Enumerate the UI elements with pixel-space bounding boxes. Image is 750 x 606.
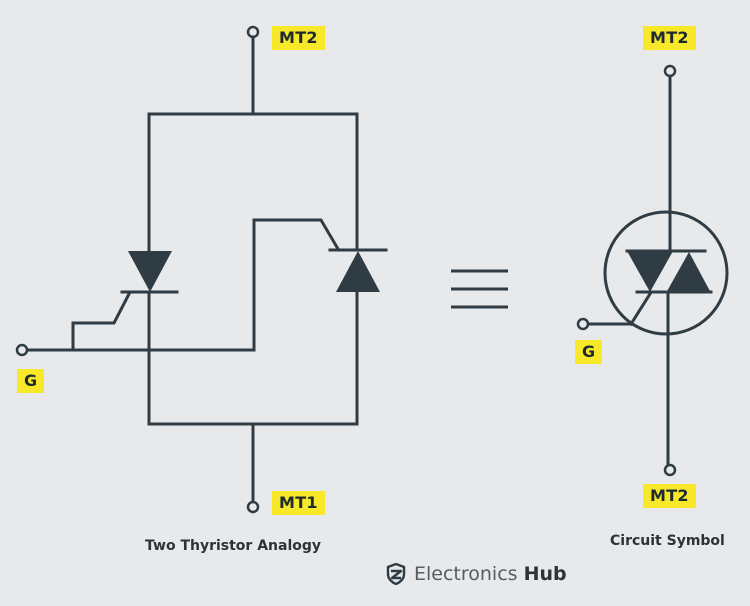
gate-terminal-right: [576, 317, 590, 331]
label-mt1-left: MT1: [272, 491, 325, 515]
brand-name-light: Electronics: [414, 563, 518, 585]
label-mt2-left: MT2: [272, 26, 325, 50]
caption-two-thyristor-analogy: Two Thyristor Analogy: [145, 538, 322, 554]
brand-name-bold: Hub: [523, 563, 567, 585]
thyristor-1-gate: [71, 291, 132, 352]
label-mt2-right-bottom: MT2: [643, 484, 696, 508]
label-gate-right: G: [575, 340, 603, 364]
top-bus: [147, 112, 359, 252]
triac-circuit-symbol: [576, 64, 729, 477]
two-thyristor-analogy: [15, 25, 388, 514]
label-gate-left: G: [17, 369, 45, 393]
caption-circuit-symbol: Circuit Symbol: [610, 533, 725, 549]
symbol-gate-diagonal: [628, 291, 653, 327]
shield-logo-icon: [386, 563, 406, 585]
symbol-circle: [603, 210, 729, 336]
thyristor-2-triangle: [336, 251, 380, 292]
thyristor-1-triangle: [128, 251, 172, 292]
thyristor-2-gate: [252, 218, 341, 352]
symbol-triangle-down: [627, 251, 673, 292]
label-mt2-right-top: MT2: [643, 26, 696, 50]
mt1-terminal-left: [246, 500, 260, 514]
symbol-triangle-up: [666, 252, 711, 293]
equivalence-icon: [451, 269, 508, 309]
gate-terminal-left: [15, 343, 29, 357]
mt2-terminal-right-bottom: [663, 463, 677, 477]
brand-logo: Electronics Hub: [386, 563, 567, 585]
